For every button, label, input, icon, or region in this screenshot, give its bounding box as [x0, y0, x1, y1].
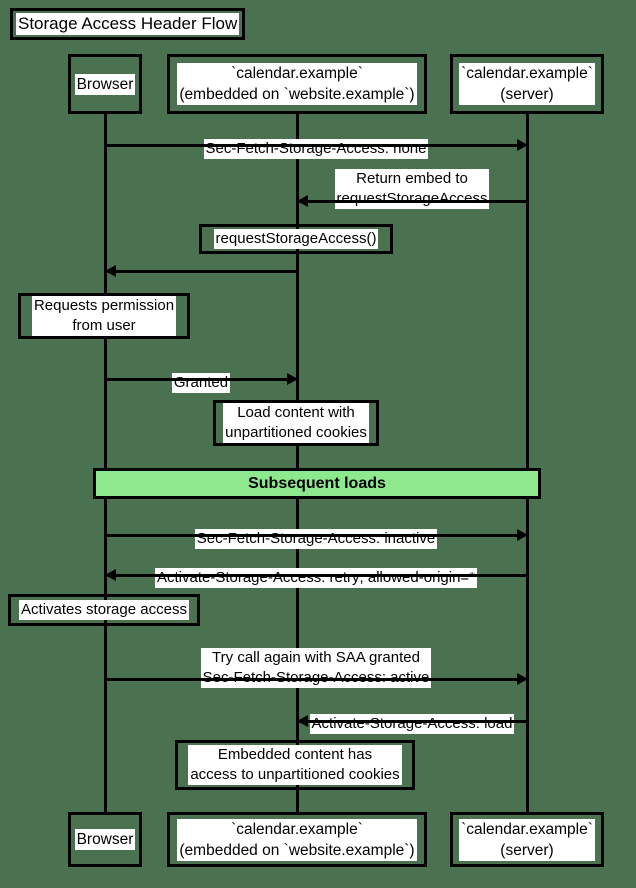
message-box-m5-text: Load content with unpartitioned cookies — [223, 403, 369, 443]
note-requests-permission: Requests permission from user — [18, 293, 190, 339]
participant-server-bottom[interactable]: `calendar.example` (server) — [450, 812, 604, 867]
message-arrowhead-m8 — [517, 673, 528, 685]
message-box-m3: requestStorageAccess() — [199, 224, 393, 254]
divider-subsequent-loads: Subsequent loads — [93, 468, 541, 499]
divider-subsequent-loads-text: Subsequent loads — [248, 474, 386, 492]
participant-server-top-label: `calendar.example` (server) — [459, 63, 595, 105]
message-line-m2 — [299, 200, 527, 203]
message-label-m4: Granted — [105, 355, 297, 393]
participant-browser-top-label: Browser — [74, 73, 136, 95]
participant-embed-bottom-label: `calendar.example` (embedded on `website… — [177, 818, 417, 861]
message-line-m9 — [299, 720, 527, 723]
message-label-m8: Try call again with SAA granted Sec-Fetc… — [105, 630, 527, 688]
message-box-m10: Embedded content has access to unpartiti… — [175, 740, 415, 790]
message-label-m2-text: Return embed to requestStorageAccess — [334, 169, 490, 209]
note-activates-storage-access: Activates storage access — [8, 594, 200, 626]
message-arrowhead-m6 — [517, 529, 528, 541]
message-label-m4-text: Granted — [171, 373, 231, 393]
message-label-m7: Activate-Storage-Access: retry; allowed-… — [105, 550, 527, 588]
lifeline-embed — [296, 114, 299, 814]
lifeline-server — [526, 114, 529, 814]
message-label-m9: Activate-Storage-Access: load — [297, 696, 527, 734]
message-box-m10-text: Embedded content has access to unpartiti… — [188, 745, 402, 785]
message-line-m7 — [107, 574, 527, 577]
message-arrowhead-m9 — [297, 715, 308, 727]
participant-server-bottom-label: `calendar.example` (server) — [459, 818, 595, 861]
participant-embed-top[interactable]: `calendar.example` (embedded on `website… — [167, 54, 427, 114]
lifeline-browser — [104, 114, 107, 814]
participant-browser-bottom-label: Browser — [74, 829, 136, 850]
message-box-m5: Load content with unpartitioned cookies — [213, 400, 379, 446]
diagram-title: Storage Access Header Flow — [10, 8, 246, 40]
message-label-m7-text: Activate-Storage-Access: retry; allowed-… — [154, 568, 478, 588]
message-label-m8-text: Try call again with SAA granted Sec-Fetc… — [200, 648, 432, 688]
message-label-m9-text: Activate-Storage-Access: load — [309, 714, 515, 734]
message-line-m1 — [105, 144, 525, 147]
participant-embed-bottom[interactable]: `calendar.example` (embedded on `website… — [167, 812, 427, 867]
message-arrowhead-m7 — [105, 569, 116, 581]
note-activates-storage-access-text: Activates storage access — [19, 600, 189, 620]
message-line-m4 — [105, 378, 295, 381]
message-box-m3-text: requestStorageAccess() — [213, 229, 379, 249]
message-label-m6-text: Sec-Fetch-Storage-Access: inactive — [194, 529, 438, 549]
message-line-m3 — [107, 270, 297, 273]
note-requests-permission-text: Requests permission from user — [31, 296, 177, 336]
participant-browser-bottom[interactable]: Browser — [68, 812, 142, 867]
diagram-title-text: Storage Access Header Flow — [16, 13, 240, 35]
message-line-m8 — [105, 678, 525, 681]
message-line-m6 — [105, 534, 525, 537]
message-arrowhead-m3 — [105, 265, 116, 277]
message-arrowhead-m2 — [297, 195, 308, 207]
participant-server-top[interactable]: `calendar.example` (server) — [450, 54, 604, 114]
message-label-m6: Sec-Fetch-Storage-Access: inactive — [105, 511, 527, 549]
message-arrowhead-m4 — [287, 373, 298, 385]
participant-browser-top[interactable]: Browser — [68, 54, 142, 114]
participant-embed-top-label: `calendar.example` (embedded on `website… — [177, 63, 417, 105]
message-arrowhead-m1 — [517, 139, 528, 151]
